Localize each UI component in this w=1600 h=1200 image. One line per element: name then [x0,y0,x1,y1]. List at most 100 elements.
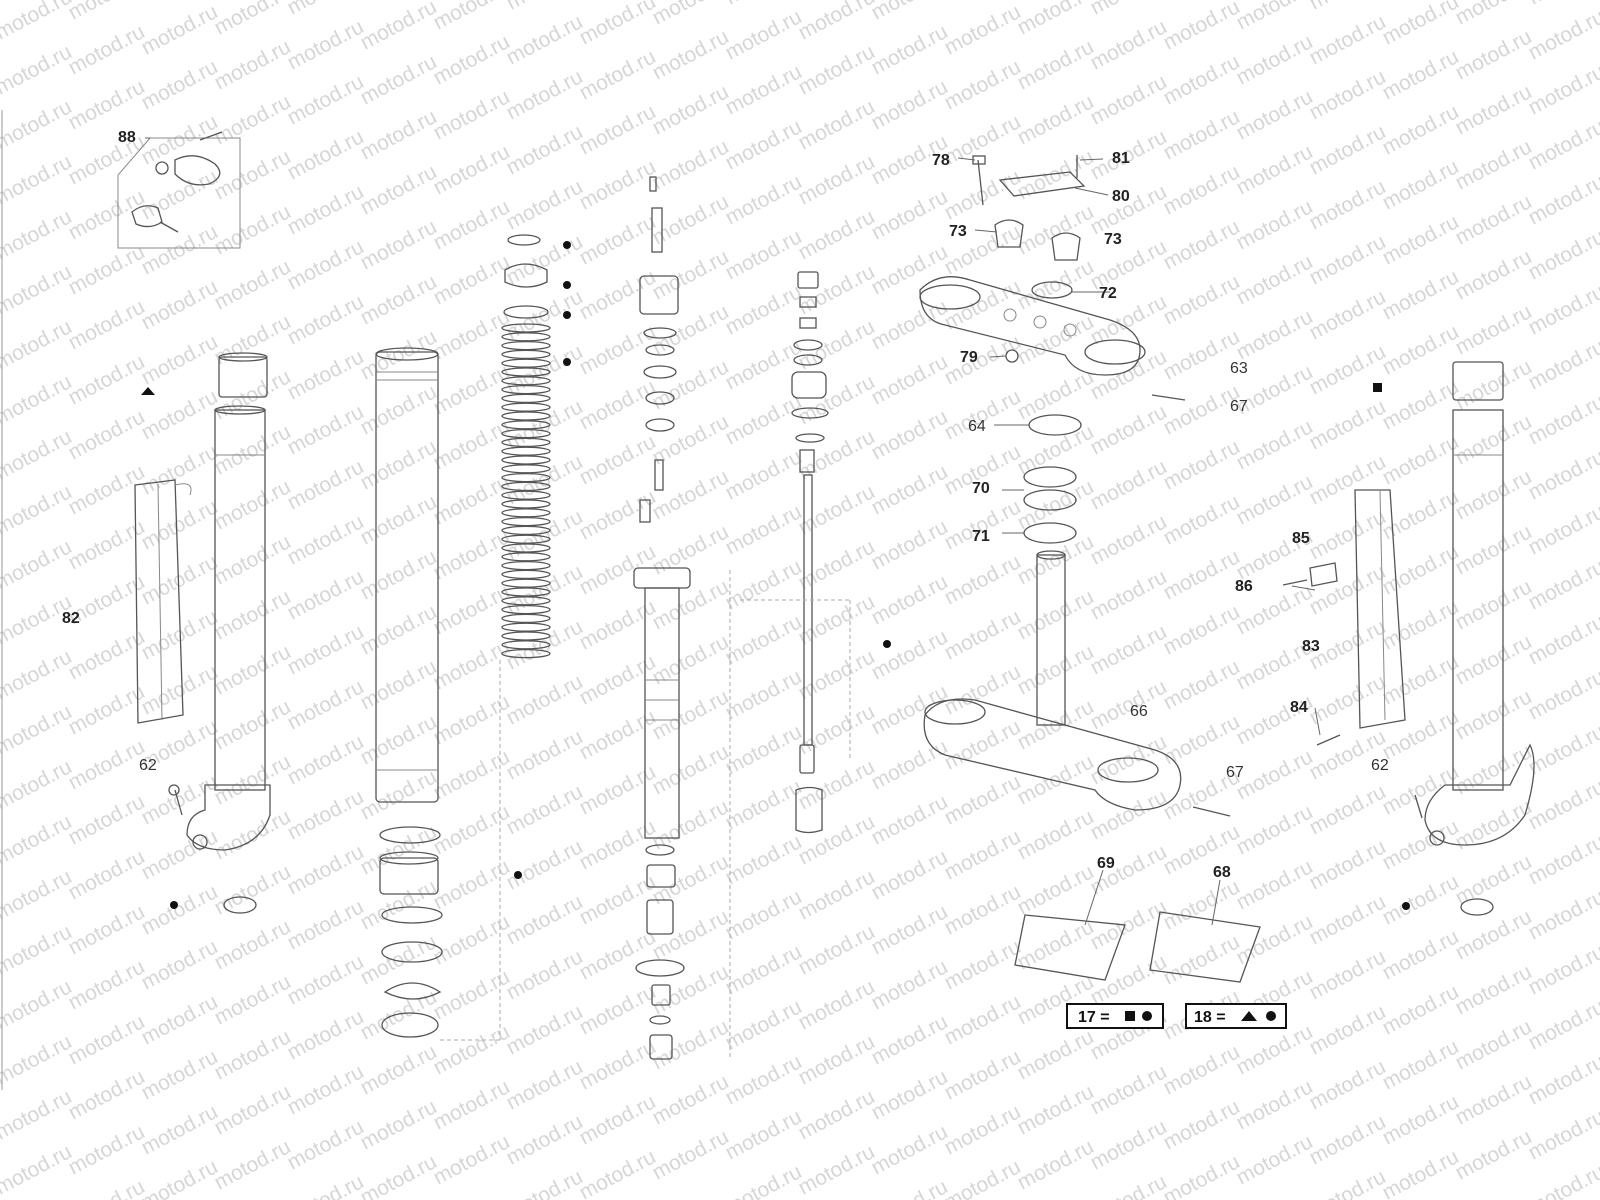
right-fork-leg [1414,361,1535,846]
spring-coil [501,420,551,430]
watermark-text: motod.ru [722,1105,806,1164]
callout-73b: 73 [1104,231,1122,248]
watermark-text: motod.ru [1306,230,1390,289]
watermark-text: motod.ru [65,185,149,244]
spring [501,323,551,659]
watermark-text: motod.ru [795,40,879,99]
watermark-text: motod.ru [1233,250,1317,309]
watermark-text: motod.ru [1379,155,1463,214]
watermark-text: motod.ru [1452,1125,1536,1184]
callout-80: 80 [1112,188,1130,205]
fork-spring-column [501,234,551,659]
watermark-text: motod.ru [211,255,295,314]
watermark-text: motod.ru [1379,870,1463,929]
watermark-text: motod.ru [649,0,733,29]
watermark-text: motod.ru [357,765,441,824]
watermark-text: motod.ru [795,975,879,1034]
watermark-text: motod.ru [430,1020,514,1079]
spring-coil [501,490,551,500]
watermark-text: motod.ru [211,915,295,974]
callout-64: 64 [968,418,986,435]
spring-coil [501,560,551,571]
watermark-text: motod.ru [1525,60,1600,119]
watermark-text: motod.ru [1306,285,1390,344]
watermark-text: motod.ru [0,755,76,814]
watermark-text: motod.ru [1452,410,1536,469]
watermark-text: motod.ru [1525,775,1600,834]
watermark-text: motod.ru [1087,620,1171,679]
watermark-text: motod.ru [868,790,952,849]
watermark-text: motod.ru [430,745,514,804]
watermark-text: motod.ru [722,390,806,449]
watermark-text: motod.ru [722,170,806,229]
part-83-fork-guard-right [1282,489,1406,746]
spring-coil [501,569,551,580]
watermark-text: motod.ru [284,895,368,954]
callout-70: 70 [972,480,990,497]
watermark-text: motod.ru [1160,820,1244,879]
watermark-text: motod.ru [649,190,733,249]
watermark-text: motod.ru [211,1080,295,1139]
watermark-text: motod.ru [1452,520,1536,579]
watermark-text: motod.ru [0,150,76,209]
spring-coil [501,508,551,518]
callout-63: 63 [1230,360,1248,377]
watermark-text: motod.ru [868,75,952,134]
watermark-text: motod.ru [284,125,368,184]
watermark-text: motod.ru [1160,0,1244,54]
callout-62a: 62 [139,757,157,774]
callout-66: 66 [1130,703,1148,720]
spring-coil [501,578,551,588]
watermark-text: motod.ru [65,955,149,1014]
watermark-text: motod.ru [1233,0,1317,34]
legend-17-square [1125,1011,1135,1021]
watermark-text: motod.ru [722,60,806,119]
watermark-text: motod.ru [941,1045,1025,1104]
watermark-text: motod.ru [868,1175,952,1200]
watermark-text: motod.ru [357,1150,441,1200]
watermark-text: motod.ru [1379,760,1463,819]
watermark-text: motod.ru [65,1120,149,1179]
watermark-text: motod.ru [1160,215,1244,274]
spring-coil [501,349,551,360]
watermark-text: motod.ru [430,690,514,749]
watermark-text: motod.ru [430,30,514,89]
spring-coil [501,437,551,448]
watermark-text: motod.ru [357,600,441,659]
watermark-text: motod.ru [722,335,806,394]
watermark-text: motod.ru [868,735,952,794]
watermark-text: motod.ru [357,435,441,494]
watermark-text: motod.ru [1306,890,1390,949]
watermark-text: motod.ru [284,1115,368,1174]
watermark-text: motod.ru [868,350,952,409]
watermark-text: motod.ru [576,265,660,324]
spring-coil [501,499,551,509]
watermark-text: motod.ru [0,95,76,154]
watermark-text: motod.ru [941,550,1025,609]
watermark-text: motod.ru [211,805,295,864]
watermark-text: motod.ru [0,370,76,429]
watermark-text: motod.ru [430,1075,514,1134]
watermark-text: motod.ru [1525,940,1600,999]
watermark-text: motod.ru [1160,160,1244,219]
watermark-text: motod.ru [0,535,76,594]
watermark-text: motod.ru [1160,1040,1244,1099]
watermark-text: motod.ru [138,440,222,499]
watermark-text: motod.ru [211,475,295,534]
watermark-text: motod.ru [1525,5,1600,64]
watermark-text: motod.ru [941,110,1025,169]
callout-85: 85 [1292,530,1310,547]
watermark-text: motod.ru [795,95,879,154]
callout-79: 79 [960,349,978,366]
watermark-text: motod.ru [1525,610,1600,669]
callout-83: 83 [1302,638,1320,655]
watermark-text: motod.ru [430,965,514,1024]
watermark-text: motod.ru [65,790,149,849]
watermark-text: motod.ru [1379,265,1463,324]
watermark-text: motod.ru [284,345,368,404]
watermark-text: motod.ru [1014,805,1098,864]
watermark-text: motod.ru [722,115,806,174]
spring-coil [501,543,551,553]
watermark-text: motod.ru [1452,245,1536,304]
watermark-text: motod.ru [722,885,806,944]
